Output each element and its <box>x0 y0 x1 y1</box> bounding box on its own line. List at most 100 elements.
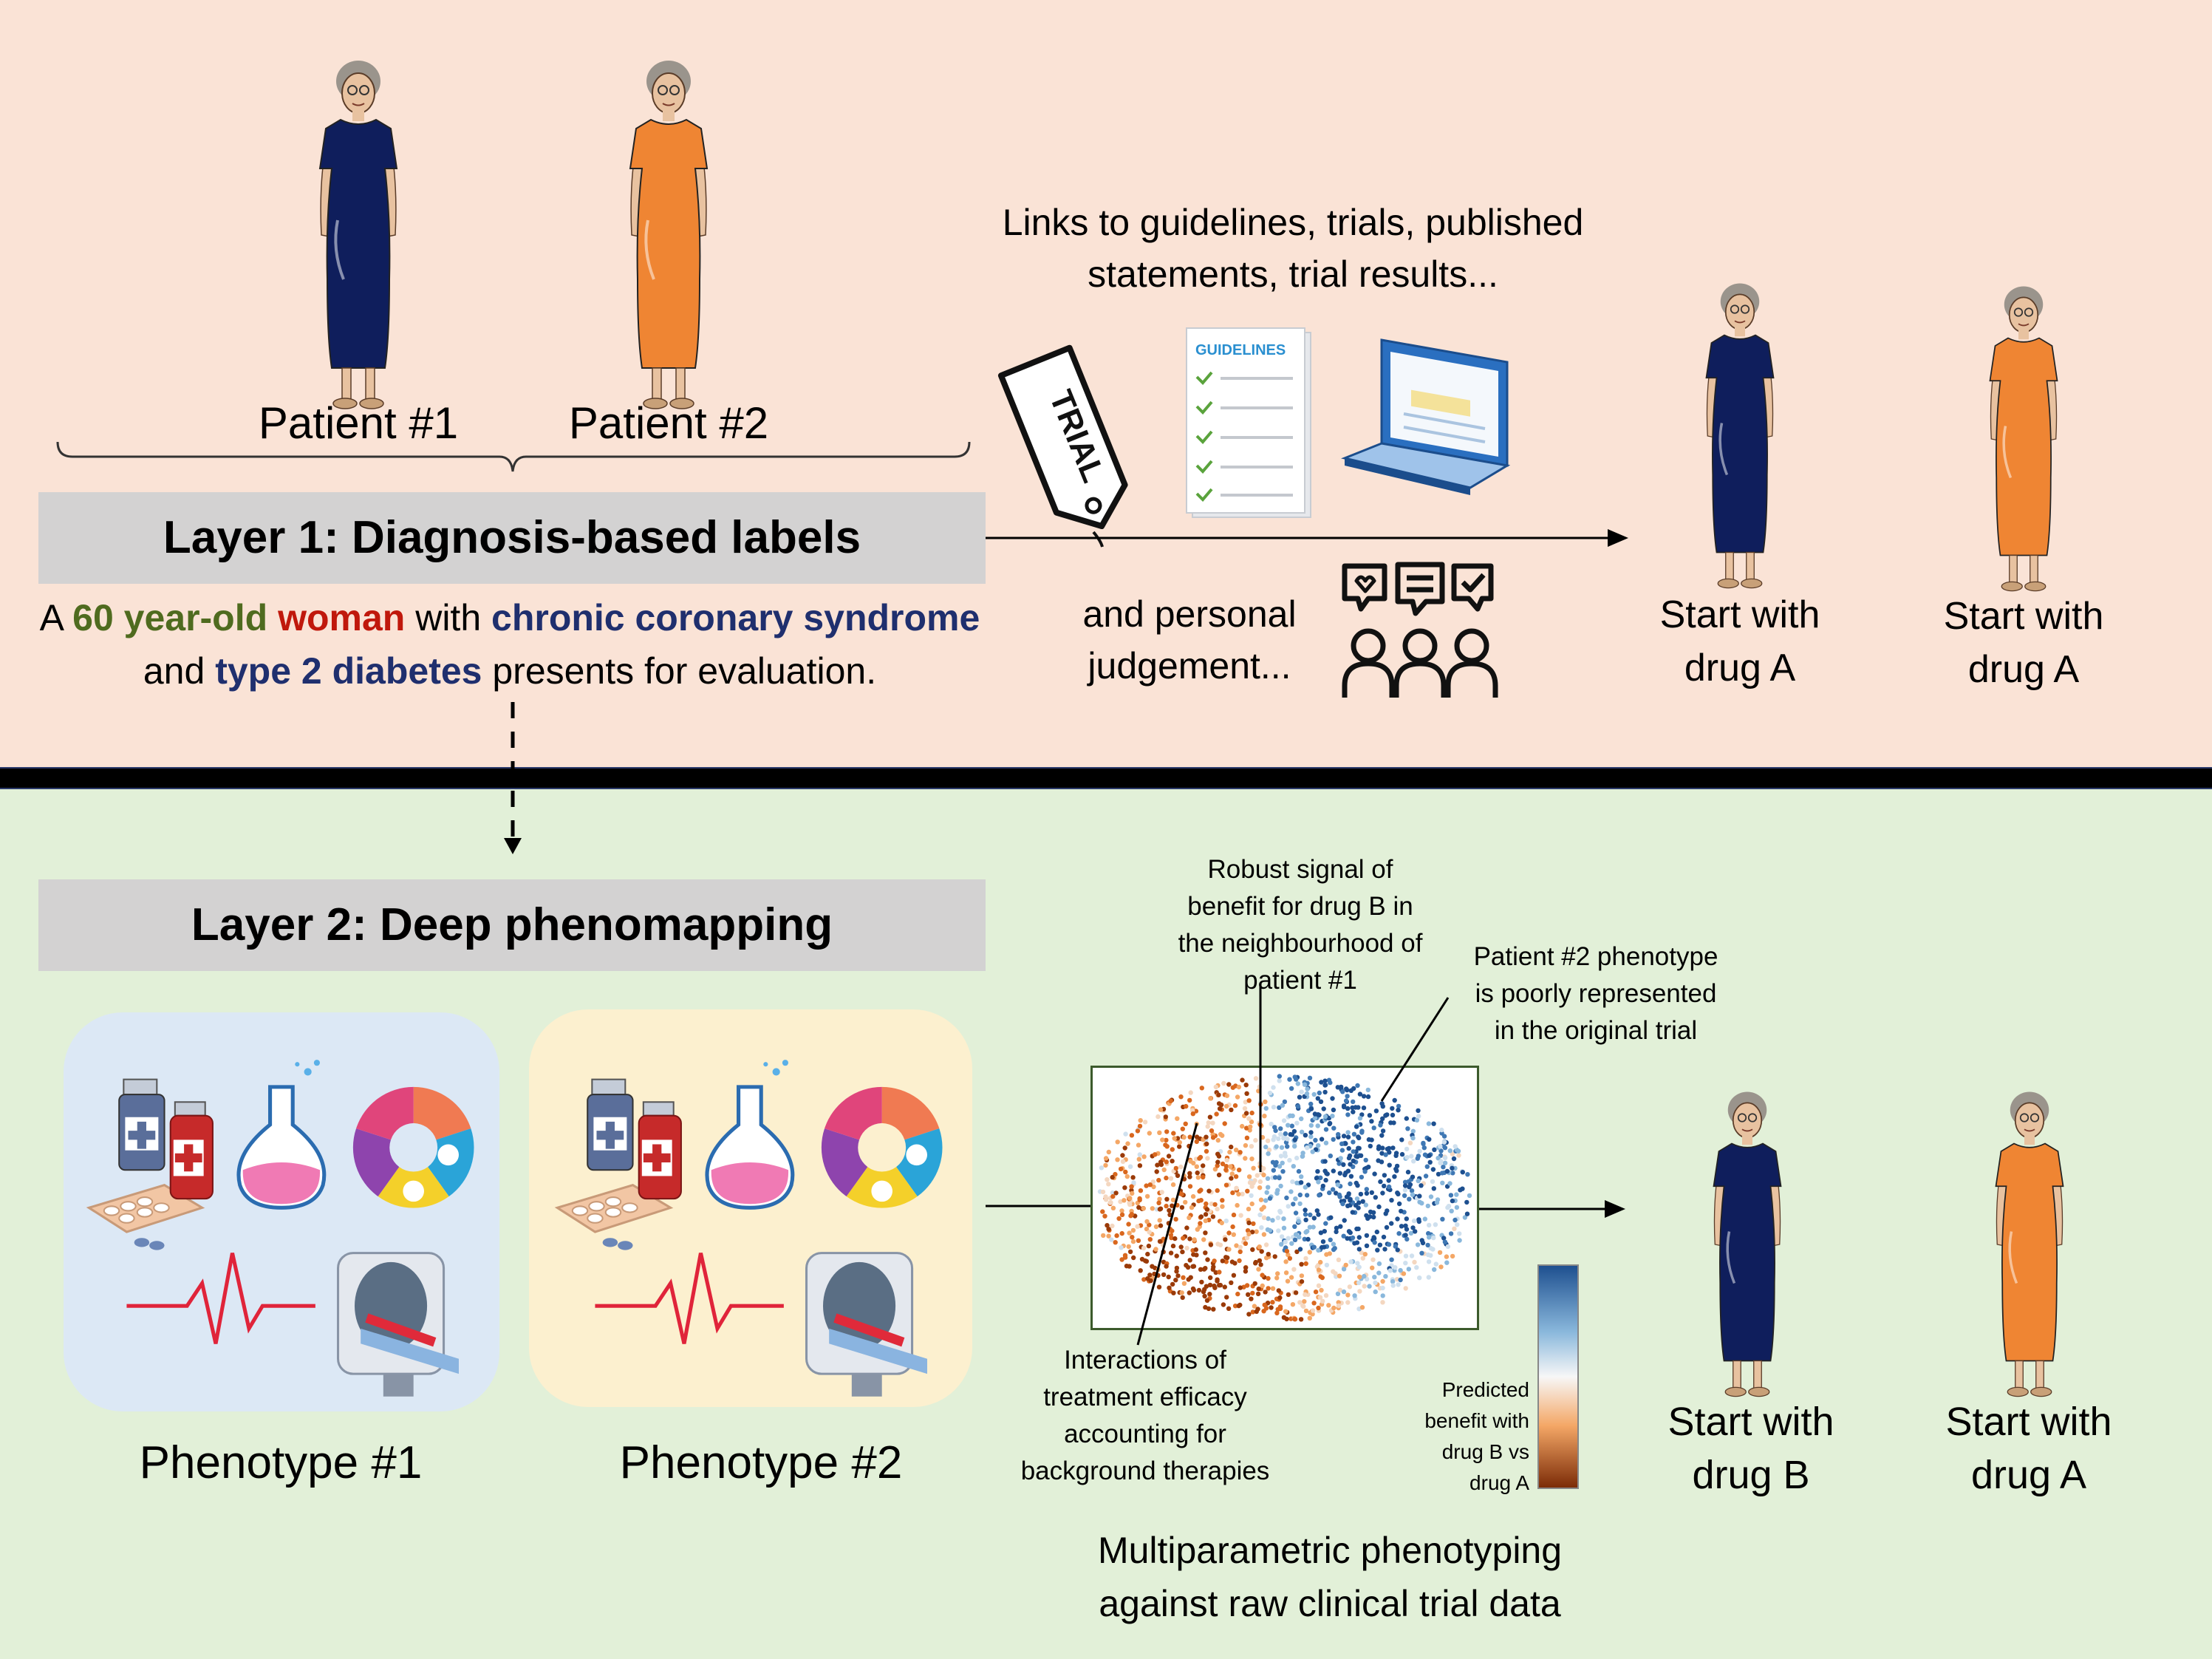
scatter-dot <box>1441 1140 1447 1145</box>
scatter-dot <box>1464 1199 1469 1205</box>
scatter-dot <box>1204 1148 1209 1154</box>
annotation-poor-line: Patient #2 phenotype <box>1473 942 1718 971</box>
scatter-dot <box>1147 1222 1152 1227</box>
scatter-dot <box>1304 1091 1310 1097</box>
scatter-dot <box>1277 1105 1282 1110</box>
scatter-dot <box>1127 1164 1133 1169</box>
scatter-dot <box>1386 1241 1392 1247</box>
scatter-dot <box>1354 1180 1359 1186</box>
scatter-dot <box>1280 1169 1286 1174</box>
scatter-dot <box>1156 1114 1161 1120</box>
scatter-dot <box>1380 1190 1385 1196</box>
scatter-dot <box>1298 1180 1304 1185</box>
scatter-dot <box>1164 1144 1170 1149</box>
scatter-dot <box>1409 1154 1414 1159</box>
scatter-dot <box>1290 1179 1295 1185</box>
scatter-dot <box>1251 1221 1256 1227</box>
scatter-dot <box>1347 1284 1353 1290</box>
scatter-dot <box>1335 1085 1340 1090</box>
outcome1-line2: drug B <box>1692 1453 1810 1497</box>
scatter-dot <box>1392 1174 1397 1179</box>
scatter-dot <box>1377 1242 1383 1247</box>
scatter-dot <box>1271 1137 1276 1142</box>
scatter-dot <box>1327 1190 1332 1196</box>
scatter-dot <box>1240 1191 1245 1196</box>
annotation-interactions: Interactions of treatment efficacy accou… <box>990 1342 1300 1490</box>
scatter-dot <box>1277 1164 1283 1169</box>
scatter-dot <box>1328 1154 1333 1159</box>
scatter-dot <box>1226 1082 1232 1087</box>
scatter-dot <box>1294 1077 1299 1082</box>
scatter-dot <box>1137 1196 1142 1202</box>
scatter-dot <box>1172 1136 1177 1141</box>
scatter-dot <box>1172 1236 1178 1241</box>
scatter-dot <box>1244 1125 1249 1131</box>
scatter-dot <box>1436 1156 1441 1161</box>
scatter-dot <box>1285 1278 1291 1284</box>
scatter-dot <box>1126 1222 1131 1227</box>
scatter-dot <box>1390 1112 1396 1118</box>
scatter-dot <box>1136 1156 1141 1162</box>
scatter-dot <box>1419 1250 1424 1256</box>
scatter-dot <box>1277 1295 1283 1301</box>
scatter-dot <box>1266 1151 1271 1156</box>
scatter-dot <box>1376 1158 1381 1163</box>
scatter-dot <box>1303 1133 1308 1138</box>
scatter-dot <box>1318 1099 1324 1104</box>
scatter-dot <box>1207 1292 1212 1297</box>
scatter-dot <box>1263 1198 1269 1203</box>
scatter-dot <box>1230 1224 1235 1230</box>
scatter-dot <box>1205 1124 1210 1129</box>
scatter-dot <box>1442 1145 1448 1151</box>
scatter-dot <box>1356 1134 1361 1140</box>
scatter-dot <box>1372 1171 1377 1176</box>
scatter-dot <box>1196 1198 1201 1204</box>
scatter-dot <box>1320 1298 1325 1304</box>
scatter-dot <box>1203 1212 1209 1217</box>
scatter-dot <box>1307 1075 1313 1080</box>
scatter-dot <box>1331 1125 1337 1131</box>
scatter-dot <box>1453 1217 1458 1223</box>
scatter-dot <box>1364 1213 1369 1219</box>
scatter-dot <box>1317 1295 1323 1300</box>
scatter-dot <box>1342 1172 1348 1178</box>
scatter-dot <box>1370 1257 1376 1262</box>
scatter-dot <box>1106 1227 1111 1232</box>
scatter-dot <box>1123 1131 1128 1137</box>
scatter-dot <box>1127 1196 1133 1201</box>
scatter-dot <box>1210 1214 1216 1219</box>
scatter-dot <box>1246 1206 1252 1212</box>
scatter-dot <box>1194 1134 1200 1140</box>
annotation-signal: Robust signal of benefit for drug B in t… <box>1130 851 1470 999</box>
scatter-dot <box>1290 1302 1296 1307</box>
scatter-dot <box>1351 1140 1356 1145</box>
scatter-dot <box>1315 1096 1320 1101</box>
scatter-dot <box>1177 1140 1182 1145</box>
scatter-dot <box>1395 1216 1400 1222</box>
scatter-dot <box>1212 1167 1218 1172</box>
scatter-dot <box>1106 1233 1111 1239</box>
scatter-dot <box>1188 1275 1193 1280</box>
scatter-dot <box>1336 1131 1341 1137</box>
scatter-dot <box>1292 1316 1298 1322</box>
scatter-dot <box>1250 1247 1255 1253</box>
scatter-dot <box>1236 1303 1241 1309</box>
scatter-dot <box>1215 1159 1221 1165</box>
scatter-dot <box>1317 1193 1322 1198</box>
scatter-dot <box>1287 1077 1292 1082</box>
scatter-dot <box>1278 1183 1283 1189</box>
scatter-dot <box>1431 1235 1436 1241</box>
annotation-signal-line: patient #1 <box>1243 966 1357 995</box>
scatter-dot <box>1444 1254 1450 1259</box>
scatter-dot <box>1266 1185 1271 1190</box>
scatter-dot <box>1192 1237 1197 1242</box>
scatter-dot <box>1171 1290 1176 1295</box>
scatter-dot <box>1417 1148 1422 1154</box>
scatter-dot <box>1178 1094 1184 1100</box>
scatter-dot <box>1453 1144 1458 1149</box>
scatter-dot <box>1204 1207 1210 1212</box>
scatter-dot <box>1280 1160 1285 1165</box>
scatter-dot <box>1298 1317 1304 1322</box>
scatter-dot <box>1403 1253 1409 1258</box>
scatter-dot <box>1136 1205 1141 1210</box>
